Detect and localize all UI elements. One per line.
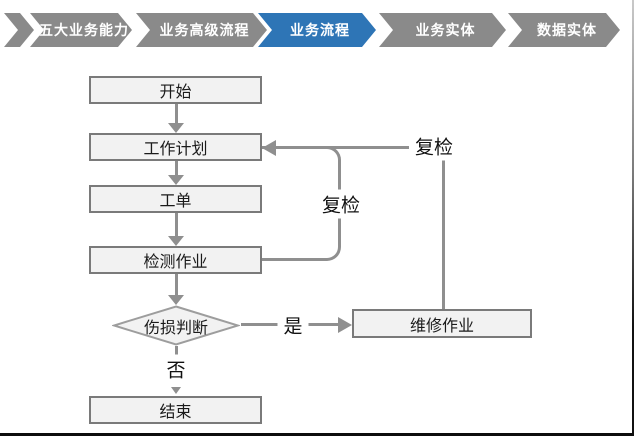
edge-inspection-decision: [174, 274, 178, 296]
node-label: 工单: [159, 193, 192, 210]
node-label: 维修作业: [409, 317, 474, 335]
nav-tab-business-entity[interactable]: 业务实体: [379, 13, 506, 47]
edge-start-workplan: [174, 104, 178, 125]
node-label: 开始: [159, 84, 192, 101]
edge-decision-end-stub: [174, 346, 178, 355]
arrowhead-down-small-icon: [171, 387, 181, 394]
window-right-edge: [632, 0, 634, 436]
nav-tab-label: 业务实体: [415, 22, 476, 38]
node-label: 工作计划: [143, 141, 208, 158]
nav-tab-label: 数据实体: [537, 22, 597, 38]
window-bottom-edge: [0, 433, 634, 436]
flow-node-repair-job[interactable]: 维修作业: [352, 309, 532, 338]
arrowhead-down-icon: [168, 295, 184, 305]
nav-tab-high-level-process[interactable]: 业务高级流程: [136, 13, 267, 47]
flow-node-damage-decision: 伤损判断: [112, 305, 240, 346]
node-label: 结束: [159, 404, 192, 421]
nav-tab-data-entity[interactable]: 数据实体: [508, 13, 620, 47]
nav-tab-five-capabilities[interactable]: 五大业务能力: [30, 13, 132, 47]
nav-tab-business-process[interactable]: 业务流程: [258, 13, 376, 47]
edge-workorder-inspection: [174, 213, 178, 237]
nav-tab-label: 业务高级流程: [159, 22, 250, 38]
node-label: 检测作业: [143, 254, 208, 271]
node-label: 伤损判断: [143, 319, 208, 337]
arrowhead-down-icon: [168, 236, 184, 246]
decision-diamond-shape[interactable]: [112, 305, 240, 346]
flow-node-end[interactable]: 结束: [89, 396, 262, 424]
edge-label-recheck-inner: 复检: [315, 189, 367, 219]
nav-tab-label: 业务流程: [290, 22, 350, 38]
flow-node-work-order[interactable]: 工单: [89, 185, 262, 213]
edge-recheck-outer: [441, 148, 445, 309]
chevron-lead-icon: [4, 13, 34, 47]
edge-recheck-horizontal: [266, 146, 444, 149]
arrowhead-left-icon: [262, 139, 276, 156]
edge-workplan-workorder: [174, 160, 178, 176]
edge-label-no: 否: [160, 354, 192, 384]
nav-tab-label: 五大业务能力: [39, 22, 129, 38]
flow-node-inspection-job[interactable]: 检测作业: [89, 246, 262, 274]
edge-label-recheck-outer: 复检: [408, 131, 460, 161]
arrowhead-down-icon: [168, 123, 184, 133]
flow-node-work-plan[interactable]: 工作计划: [89, 133, 262, 161]
flow-node-start[interactable]: 开始: [89, 76, 262, 104]
edge-label-yes: 是: [277, 310, 309, 340]
arrowhead-right-icon: [338, 316, 352, 333]
arrowhead-down-icon: [168, 175, 184, 185]
